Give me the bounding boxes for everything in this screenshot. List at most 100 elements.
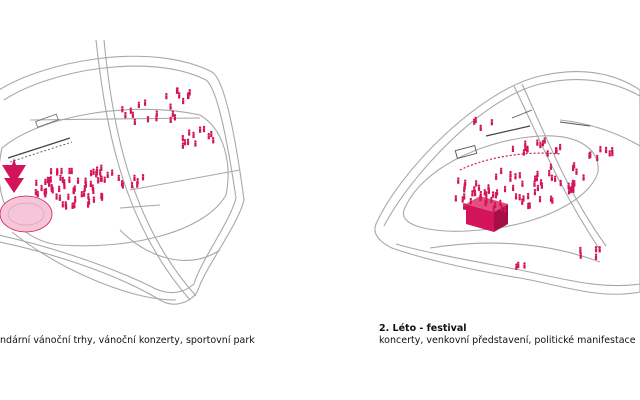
person-figure [473, 186, 476, 193]
person-figure [479, 124, 482, 132]
caption-winter: undární vánoční trhy, vánoční konzerty, … [0, 335, 255, 347]
person-figure [61, 176, 65, 184]
person-figure [181, 97, 185, 105]
person-figure [49, 176, 52, 183]
person-figure [183, 138, 187, 146]
person-figure [64, 203, 68, 210]
person-figure [522, 195, 525, 202]
winter-crowd [34, 87, 215, 210]
person-figure [155, 114, 158, 122]
person-figure [100, 164, 103, 171]
person-figure [548, 169, 551, 177]
person-figure [464, 203, 467, 210]
person-figure [575, 168, 578, 175]
person-figure [59, 174, 62, 181]
person-figure [169, 103, 172, 110]
person-figure [521, 180, 524, 187]
person-figure [571, 164, 575, 172]
winter-features [0, 113, 73, 233]
person-figure [533, 175, 537, 182]
person-figure [165, 92, 168, 100]
person-figure [599, 145, 602, 153]
person-figure [491, 191, 495, 198]
person-figure [461, 196, 464, 203]
person-figure [524, 140, 527, 147]
person-figure [40, 184, 43, 192]
person-figure [173, 114, 177, 121]
person-figure [141, 174, 145, 181]
person-figure [120, 180, 124, 187]
person-figure [73, 201, 76, 209]
person-figure [68, 176, 71, 183]
person-figure [192, 131, 195, 139]
person-figure [106, 171, 109, 179]
person-figure [596, 154, 599, 162]
stage-cube-top [466, 196, 508, 212]
person-figure [187, 92, 190, 99]
person-figure [84, 177, 87, 184]
person-figure [87, 198, 91, 205]
person-figure [536, 139, 539, 146]
person-figure [63, 182, 66, 190]
person-figure [477, 184, 481, 191]
person-figure [539, 141, 542, 149]
person-figure [484, 199, 487, 207]
person-figure [169, 116, 172, 124]
person-figure [493, 201, 497, 209]
person-figure [68, 167, 71, 175]
summer-features [454, 109, 591, 232]
person-figure [92, 196, 96, 203]
person-figure [454, 195, 458, 202]
person-figure [56, 168, 59, 175]
person-figure [463, 193, 466, 200]
person-figure [470, 206, 473, 214]
person-figure [558, 143, 562, 151]
person-figure [495, 189, 499, 196]
person-figure [129, 107, 133, 114]
person-figure [207, 132, 210, 140]
caption-winter-subtitle: undární vánoční trhy, vánoční konzerty, … [0, 335, 255, 346]
person-figure [554, 147, 558, 154]
person-figure [570, 186, 573, 193]
person-figure [176, 87, 179, 94]
summer-site-plan [374, 71, 640, 295]
person-figure [483, 189, 486, 196]
person-figure [103, 176, 106, 183]
person-figure [44, 187, 48, 195]
summer-crowd [454, 116, 614, 270]
person-figure [499, 199, 502, 207]
person-figure [58, 194, 62, 201]
person-figure [511, 145, 515, 153]
person-figure [60, 167, 63, 175]
person-figure [210, 130, 213, 138]
person-figure [117, 174, 120, 181]
person-figure [212, 137, 215, 144]
caption-summer-title: 2. Léto - festival [379, 323, 467, 334]
person-figure [567, 182, 570, 189]
person-figure [146, 115, 150, 123]
person-figure [35, 179, 38, 186]
person-figure [550, 174, 554, 181]
stage-cube-front [466, 204, 494, 232]
person-figure [70, 167, 73, 175]
person-figure [541, 139, 545, 147]
person-figure [100, 194, 104, 201]
person-figure [46, 176, 50, 184]
person-figure [579, 246, 582, 254]
person-figure [598, 246, 601, 253]
person-figure [121, 105, 124, 113]
person-figure [73, 185, 76, 192]
person-figure [49, 168, 53, 175]
person-figure [469, 197, 473, 205]
person-figure [474, 180, 478, 187]
person-figure [136, 178, 139, 185]
person-figure [73, 196, 77, 203]
person-figure [511, 184, 515, 192]
person-figure [87, 192, 90, 200]
person-figure [588, 152, 591, 159]
person-figure [198, 126, 202, 133]
person-figure [181, 142, 185, 149]
person-figure [67, 193, 70, 200]
person-figure [527, 202, 530, 209]
